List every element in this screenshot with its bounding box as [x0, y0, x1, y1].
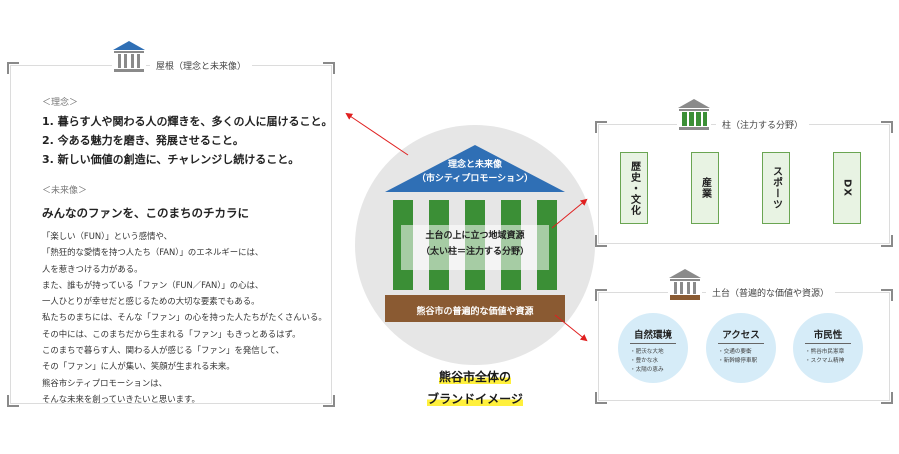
circle-item: ・熊谷市民憲章	[805, 349, 845, 355]
vision-line: 「楽しい（FUN）」という感情や、	[42, 231, 173, 241]
corner-bracket	[595, 235, 607, 247]
green-temple-icon	[677, 98, 711, 132]
pillar-label: 産業	[699, 177, 711, 199]
brand-house-diagram	[355, 125, 595, 365]
foundation-base	[385, 295, 565, 322]
center-pillar-line: （太い柱＝注力する分野）	[420, 247, 529, 257]
center-pillar-line: 土台の上に立つ地域資源	[425, 231, 525, 241]
corner-bracket	[323, 62, 335, 74]
corner-bracket	[7, 62, 19, 74]
vision-line: 私たちのまちには、そんな「ファン」の心を持った人たちがたくさんいる。	[42, 312, 327, 323]
vision-line: また、誰もが持っている「ファン（FUN／FAN）」の心は、	[42, 279, 264, 290]
vision-line: その「ファン」に人が集い、笑顔が生まれる未来。	[42, 361, 235, 372]
circle-divider	[805, 343, 851, 344]
corner-bracket	[323, 395, 335, 407]
pillar-history-culture: 歴史・文化	[620, 152, 648, 224]
circle-title: 市民性	[813, 330, 843, 341]
circle-divider	[630, 343, 676, 344]
vision-line: 人を惹きつける力がある。	[42, 263, 143, 274]
corner-bracket	[881, 235, 893, 247]
brown-temple-icon	[668, 268, 702, 302]
corner-bracket	[881, 392, 893, 404]
center-roof-line: （市シティプロモーション）	[416, 174, 534, 184]
circle-items: ・熊谷市民憲章 ・スクマム精神	[805, 348, 844, 366]
blue-temple-icon	[112, 40, 146, 74]
vision-line: その中には、このまちだから生まれる「ファン」もきっとあるはず。	[42, 328, 301, 339]
circle-nature: 自然環境 ・肥沃な大地 ・豊かな水 ・太陽の恵み	[618, 313, 688, 383]
pillar-dx: DX	[833, 152, 861, 224]
circle-title: アクセス	[722, 330, 760, 341]
caption-line: 熊谷市全体の	[438, 370, 511, 384]
pillar-sports: スポーツ	[762, 152, 790, 224]
vision-label: ＜未来像＞	[42, 186, 88, 196]
circle-items: ・交通の要衝 ・新幹線停車駅	[718, 348, 757, 366]
corner-bracket	[881, 121, 893, 133]
center-roof-label: 理念と未来像 （市シティプロモーション）	[385, 158, 565, 186]
circle-item: ・スクマム精神	[805, 358, 845, 364]
pillar-industry: 産業	[691, 152, 719, 224]
circle-item: ・豊かな水	[630, 358, 658, 364]
circle-access: アクセス ・交通の要衝 ・新幹線停車駅	[706, 313, 776, 383]
circle-item: ・新幹線停車駅	[718, 358, 758, 364]
roof-triangle	[385, 145, 565, 192]
center-pillar-label: 土台の上に立つ地域資源 （太い柱＝注力する分野）	[401, 228, 549, 260]
circle-item: ・肥沃な大地	[630, 349, 664, 355]
pillars-panel-title: 柱（注力する分野）	[716, 118, 810, 131]
pillar-label-overlay	[401, 225, 549, 270]
center-base-label: 熊谷市の普遍的な価値や資源	[416, 307, 534, 317]
ideal-item: 2. 今ある魅力を磨き、発展させること。	[42, 134, 244, 147]
vision-body: 「楽しい（FUN）」という感情や、 「熱狂的な愛情を持つ人たち（FAN）」のエネ…	[42, 228, 327, 407]
circle-citizenship: 市民性 ・熊谷市民憲章 ・スクマム精神	[793, 313, 863, 383]
brand-image-caption: 熊谷市全体の ブランドイメージ	[395, 366, 555, 410]
center-roof-line: 理念と未来像	[447, 160, 502, 170]
circle-item: ・交通の要衝	[718, 349, 752, 355]
foundation-panel-title: 土台（普遍的な価値や資源）	[706, 286, 836, 299]
corner-bracket	[881, 289, 893, 301]
vision-line: 一人ひとりが幸せだと感じるための大切な要素でもある。	[42, 296, 260, 307]
circle-item: ・太陽の恵み	[630, 367, 664, 373]
ideal-item: 3. 新しい価値の創造に、チャレンジし続けること。	[42, 153, 300, 166]
corner-bracket	[595, 289, 607, 301]
vision-heading: みんなのファンを、このまちのチカラに	[42, 206, 249, 220]
corner-bracket	[7, 395, 19, 407]
ideal-label: ＜理念＞	[42, 98, 79, 108]
circle-title: 自然環境	[633, 330, 672, 341]
ideal-item: 1. 暮らす人や関わる人の輝きを、多くの人に届けること。	[42, 115, 333, 128]
vision-line: このまちで暮らす人、関わる人が感じる「ファン」を発信して、	[42, 345, 285, 356]
vision-line: そんな未来を創っていきたいと思います。	[42, 393, 200, 404]
pillar-label: 歴史・文化	[628, 160, 640, 216]
vision-line: 「熱狂的な愛情を持つ人たち（FAN）」のエネルギーには、	[42, 247, 264, 258]
circle-items: ・肥沃な大地 ・豊かな水 ・太陽の恵み	[630, 348, 664, 375]
ideal-list: 1. 暮らす人や関わる人の輝きを、多くの人に届けること。 2. 今ある魅力を磨き…	[42, 112, 332, 169]
circle-divider	[718, 343, 764, 344]
vision-line: 熊谷市シティプロモーションは、	[42, 377, 167, 388]
corner-bracket	[595, 392, 607, 404]
corner-bracket	[595, 121, 607, 133]
roof-panel-title: 屋根（理念と未来像）	[150, 59, 253, 72]
pillar-label: DX	[841, 178, 853, 197]
caption-line: ブランドイメージ	[427, 392, 523, 406]
pillar-label: スポーツ	[770, 166, 782, 210]
